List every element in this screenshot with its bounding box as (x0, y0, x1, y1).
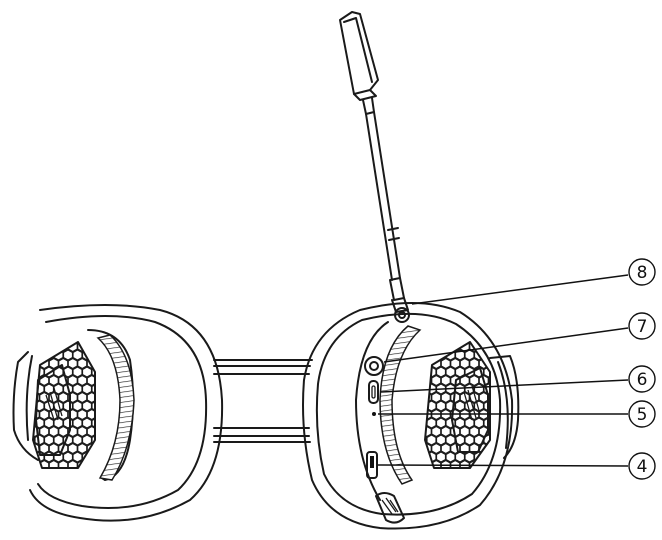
svg-text:5: 5 (637, 405, 648, 425)
svg-text:7: 7 (637, 317, 648, 337)
callout-8: 8 (628, 258, 656, 286)
slider-switch (366, 451, 378, 479)
led-indicator (372, 412, 376, 416)
audio-jack-port (364, 356, 384, 376)
svg-text:6: 6 (637, 370, 648, 390)
callout-7: 7 (628, 312, 656, 340)
leader-lines (377, 274, 629, 467)
callout-5: 5 (628, 400, 656, 428)
callout-6: 6 (628, 365, 656, 393)
usb-c-port (368, 380, 379, 404)
svg-text:8: 8 (637, 263, 648, 283)
callout-4: 4 (628, 452, 656, 480)
svg-text:4: 4 (637, 457, 648, 477)
microphone-boom (339, 11, 409, 313)
mic-jack-port (394, 307, 410, 323)
headband (213, 359, 313, 443)
left-earcup (12, 304, 224, 522)
right-earcup (302, 301, 520, 530)
bottom-connector (375, 492, 405, 524)
